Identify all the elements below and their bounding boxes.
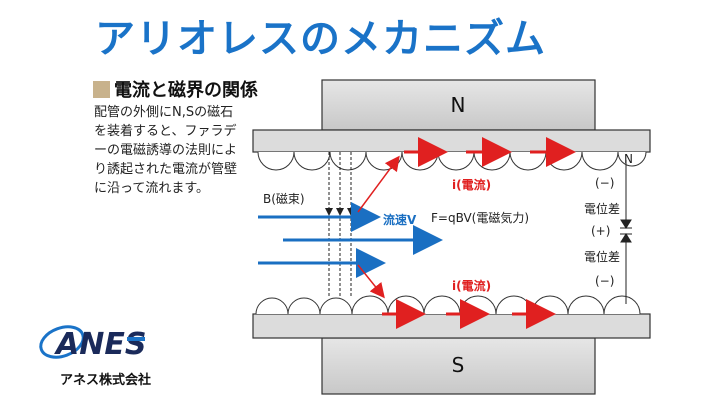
logo-text: ANES xyxy=(54,327,146,362)
flow-velocity-label: 流速V xyxy=(383,213,417,227)
pipe-n-label: N xyxy=(624,152,633,166)
south-label: S xyxy=(452,353,465,377)
heading-square-icon xyxy=(93,80,110,98)
section-heading-text: 電流と磁界の関係 xyxy=(114,80,258,101)
minus-bottom-label: (−) xyxy=(595,274,615,288)
potential-diff-top-label: 電位差 xyxy=(584,202,621,216)
current-top-label: i(電流) xyxy=(452,178,492,192)
bottom-scale-bumps xyxy=(255,295,641,315)
top-scale-bumps xyxy=(257,151,647,171)
magnetic-flux-label: B(磁束) xyxy=(263,192,305,206)
pipe-wall-bottom xyxy=(252,313,651,339)
force-arrow-down xyxy=(357,264,385,299)
pipe-wall-top xyxy=(252,129,651,153)
potential-diff-bottom-label: 電位差 xyxy=(584,250,621,264)
north-label: N xyxy=(451,93,466,117)
flow-arrows xyxy=(258,202,443,278)
plus-label: (+) xyxy=(591,224,611,238)
anes-logo: ANES xyxy=(39,325,146,362)
minus-top-label: (−) xyxy=(595,176,615,190)
company-name: アネス株式会社 xyxy=(60,373,152,388)
force-arrow-up xyxy=(357,155,400,213)
north-magnet xyxy=(321,79,596,131)
section-heading: 電流と磁界の関係 xyxy=(93,76,258,102)
page-title: アリオレスのメカニズム xyxy=(95,16,546,62)
description-text: 配管の外側にN,Sの磁石を装着すると、ファラデーの電磁誘導の法則により誘起された… xyxy=(94,105,238,196)
potential-bracket xyxy=(620,160,632,304)
current-bottom-label: i(電流) xyxy=(452,279,492,293)
magnetic-flux-lines xyxy=(325,152,355,298)
force-label: F=qBV(電磁気力) xyxy=(431,211,530,225)
